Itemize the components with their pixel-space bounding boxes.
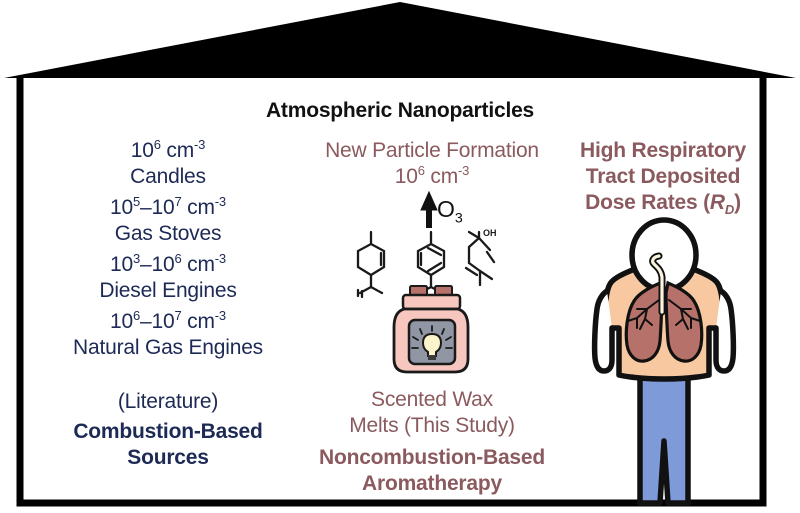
center-heading-line1: Noncombustion-Based	[318, 446, 546, 469]
lungs	[624, 252, 704, 363]
npf-label: New Particle Formation	[325, 139, 539, 162]
center-heading-line2: Aromatherapy	[362, 472, 502, 495]
molecule-terpinene-icon	[416, 230, 446, 295]
pants	[637, 370, 691, 506]
exp: 6	[174, 251, 182, 266]
right-heading-line2: Tract Deposited	[585, 165, 741, 188]
sub: 3	[454, 210, 463, 227]
exp: 5	[133, 194, 141, 209]
exp: 6	[153, 137, 161, 152]
ozone-label: O3	[437, 196, 463, 227]
arm-right	[713, 288, 737, 374]
right-heading-line1: High Respiratory	[580, 139, 746, 162]
exp: 3	[133, 251, 141, 266]
molecule-limonene-icon	[356, 230, 386, 299]
left-heading-line1: Combustion-Based	[73, 420, 263, 443]
bronchi	[627, 299, 701, 330]
sub: D	[724, 202, 735, 218]
exp: -3	[214, 308, 226, 323]
exp: 6	[133, 308, 141, 323]
left-entry-2-label: Diesel Engines	[99, 279, 237, 302]
molecule-linalool-icon	[464, 230, 496, 287]
bulb-rays	[411, 325, 453, 349]
exp: 7	[174, 308, 182, 323]
exp: 6	[417, 163, 425, 178]
arm-left	[591, 288, 615, 374]
npf-concentration: 106 cm-3	[394, 163, 470, 188]
left-entry-1-concentration: 105–107 cm-3	[110, 194, 226, 219]
exp: -3	[458, 163, 470, 178]
wax-caption-line1: Scented Wax	[371, 388, 493, 411]
bulb-base	[428, 355, 436, 360]
trachea	[651, 254, 664, 314]
right-heading-line3: Dose Rates (RD)	[585, 191, 741, 218]
left-entry-0-concentration: 106 cm-3	[130, 137, 206, 162]
left-heading-line2: Sources	[127, 446, 209, 469]
page-title: Atmospheric Nanoparticles	[265, 99, 535, 122]
left-entry-3-concentration: 106–107 cm-3	[110, 308, 226, 333]
exp: -3	[214, 251, 226, 266]
left-entry-1-label: Gas Stoves	[114, 222, 222, 245]
exp: -3	[214, 194, 226, 209]
exp: 7	[174, 194, 182, 209]
house-roof-icon	[4, 2, 796, 78]
left-entry-2-concentration: 103–106 cm-3	[110, 251, 226, 276]
linalool-oh-label: OH	[483, 228, 497, 238]
left-source-note: (Literature)	[117, 390, 219, 413]
wax-caption-line2: Melts (This Study)	[349, 414, 515, 437]
house-walls	[16, 78, 767, 507]
left-entry-0-label: Candles	[130, 165, 206, 188]
exp: -3	[194, 137, 206, 152]
left-entry-3-label: Natural Gas Engines	[73, 336, 263, 359]
